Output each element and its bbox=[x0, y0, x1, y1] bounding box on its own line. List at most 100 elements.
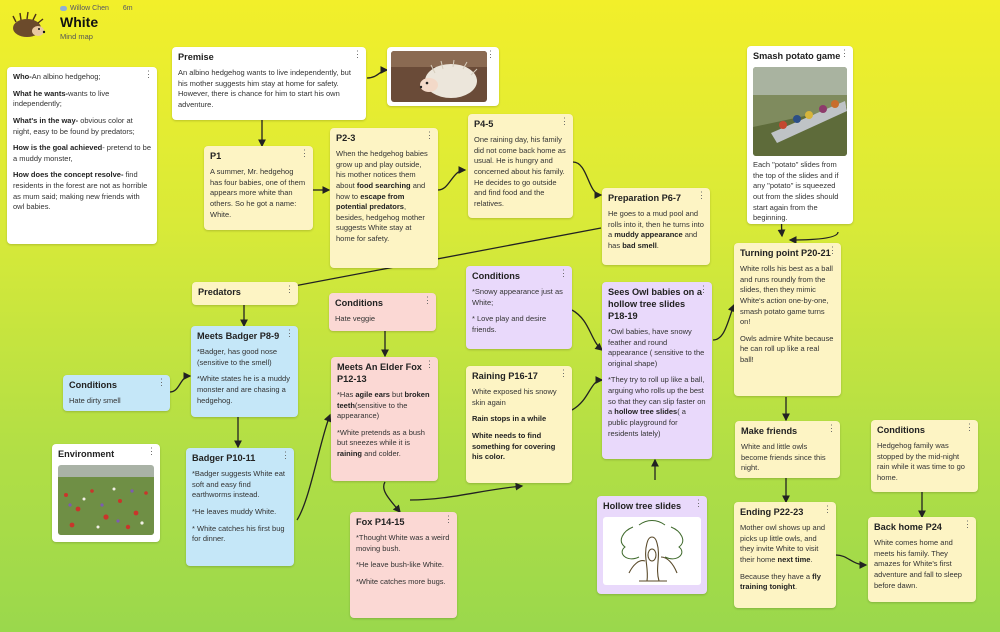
card-title: Preparation P6-7 bbox=[608, 193, 682, 203]
card-title: Hollow tree slides bbox=[603, 501, 682, 511]
card-menu-icon[interactable]: ⋮ bbox=[144, 69, 153, 79]
card-text: Rain stops in a while bbox=[472, 414, 547, 424]
card-text: Hedgehog family was stopped by the mid-n… bbox=[877, 440, 965, 482]
card-menu-icon[interactable]: ⋮ bbox=[300, 148, 309, 158]
card-text: * White catches his first bug for dinner… bbox=[192, 523, 285, 544]
card-title: Predators bbox=[198, 287, 241, 297]
card-menu-icon[interactable]: ⋮ bbox=[486, 49, 495, 59]
card-menu-icon[interactable]: ⋮ bbox=[828, 245, 837, 255]
back-home-card[interactable]: ⋮ Back home P24 White comes home and mee… bbox=[868, 517, 976, 602]
predators-card[interactable]: ⋮ Predators bbox=[192, 282, 298, 305]
card-menu-icon[interactable]: ⋮ bbox=[423, 295, 432, 305]
card-text: White comes home and meets his family. T… bbox=[874, 537, 962, 590]
card-title: Meets An Elder Fox P12-13 bbox=[337, 362, 422, 384]
make-friends-card[interactable]: ⋮ Make friends White and little owls bec… bbox=[735, 421, 840, 478]
card-title: Conditions bbox=[69, 380, 117, 390]
card-text: *Badger suggests White eat soft and easy… bbox=[192, 468, 285, 500]
card-text: He goes to a mud pool and rolls into it,… bbox=[608, 208, 704, 250]
tree-sketch bbox=[603, 516, 701, 585]
card-menu-icon[interactable]: ⋮ bbox=[963, 519, 972, 529]
raining-card[interactable]: ⋮ Raining P16-17 White exposed his snowy… bbox=[466, 366, 572, 483]
card-title: Ending P22-23 bbox=[740, 507, 804, 517]
card-text: Hate dirty smell bbox=[69, 395, 121, 405]
card-text: One raining day, his family did not come… bbox=[474, 134, 566, 208]
card-title: Conditions bbox=[877, 425, 925, 435]
card-text: An albino hedgehog wants to live indepen… bbox=[178, 67, 351, 109]
card-menu-icon[interactable]: ⋮ bbox=[157, 377, 166, 387]
card-title: Premise bbox=[178, 52, 214, 62]
card-menu-icon[interactable]: ⋮ bbox=[425, 359, 434, 369]
card-text: *Snowy appearance just as White; bbox=[472, 286, 563, 307]
card-title: Smash potato game bbox=[753, 51, 841, 61]
board-title[interactable]: White bbox=[60, 14, 99, 30]
card-text: Because they have a fly training tonight… bbox=[740, 571, 821, 592]
card-title: Turning point P20-21 bbox=[740, 248, 831, 258]
card-title: Meets Badger P8-9 bbox=[197, 331, 280, 341]
card-menu-icon[interactable]: ⋮ bbox=[697, 190, 706, 200]
card-menu-icon[interactable]: ⋮ bbox=[559, 368, 568, 378]
card-title: Raining P16-17 bbox=[472, 371, 538, 381]
card-text: Hate veggie bbox=[335, 313, 376, 323]
card-menu-icon[interactable]: ⋮ bbox=[147, 446, 156, 456]
card-menu-icon[interactable]: ⋮ bbox=[559, 268, 568, 278]
card-title: P1 bbox=[210, 151, 222, 161]
conditions-veggie-card[interactable]: ⋮ Conditions Hate veggie bbox=[329, 293, 436, 331]
card-text: *Owl babies, have snowy feather and roun… bbox=[608, 326, 705, 368]
card-title: Make friends bbox=[741, 426, 798, 436]
card-text: Owls admire White because he can roll up… bbox=[740, 333, 834, 365]
premise-card[interactable]: ⋮ Premise An albino hedgehog wants to li… bbox=[172, 47, 366, 120]
p4-5-card[interactable]: ⋮ P4-5 One raining day, his family did n… bbox=[468, 114, 573, 218]
wildflower-photo bbox=[58, 464, 154, 535]
card-text: White needs to find something for coveri… bbox=[472, 430, 556, 462]
elder-fox-card[interactable]: ⋮ Meets An Elder Fox P12-13 *Has agile e… bbox=[331, 357, 438, 481]
card-menu-icon[interactable]: ⋮ bbox=[285, 284, 294, 294]
badger-p10-11-card[interactable]: ⋮ Badger P10-11 *Badger suggests White e… bbox=[186, 448, 294, 566]
hollow-tree-card[interactable]: ⋮ Hollow tree slides bbox=[597, 496, 707, 594]
conditions-snowy-card[interactable]: ⋮ Conditions *Snowy appearance just as W… bbox=[466, 266, 572, 349]
board-subtitle: Mind map bbox=[60, 32, 93, 41]
card-text: *Has agile ears but broken teeth(sensiti… bbox=[337, 389, 430, 421]
card-menu-icon[interactable]: ⋮ bbox=[353, 49, 362, 59]
card-text: *White catches more bugs. bbox=[356, 576, 446, 586]
card-text: * Love play and desire friends. bbox=[472, 314, 547, 334]
turning-point-card[interactable]: ⋮ Turning point P20-21 White rolls his b… bbox=[734, 243, 841, 396]
summary-card[interactable]: ⋮ Who-An albino hedgehog; What he wants-… bbox=[7, 67, 157, 244]
card-menu-icon[interactable]: ⋮ bbox=[840, 48, 849, 58]
card-text: *Thought White was a weird moving bush. bbox=[356, 532, 450, 553]
p2-3-card[interactable]: ⋮ P2-3 When the hedgehog babies grow up … bbox=[330, 128, 438, 268]
card-text: *White states he is a muddy monster and … bbox=[197, 374, 290, 405]
card-menu-icon[interactable]: ⋮ bbox=[281, 450, 290, 460]
playground-photo bbox=[753, 66, 847, 156]
avatar bbox=[60, 5, 67, 11]
ending-card[interactable]: ⋮ Ending P22-23 Mother owl shows up and … bbox=[734, 502, 836, 608]
card-title: Back home P24 bbox=[874, 522, 942, 532]
conditions-home-card[interactable]: ⋮ Conditions Hedgehog family was stopped… bbox=[871, 420, 978, 492]
preparation-card[interactable]: ⋮ Preparation P6-7 He goes to a mud pool… bbox=[602, 188, 710, 265]
card-menu-icon[interactable]: ⋮ bbox=[965, 422, 974, 432]
card-menu-icon[interactable]: ⋮ bbox=[699, 284, 708, 294]
owl-babies-card[interactable]: ⋮ Sees Owl babies on a hollow tree slide… bbox=[602, 282, 712, 459]
card-text: *Badger, has good nose (sensitive to the… bbox=[197, 346, 278, 367]
conditions-dirty-card[interactable]: ⋮ Conditions Hate dirty smell bbox=[63, 375, 170, 411]
hedgehog-image-card[interactable]: ⋮ bbox=[387, 47, 499, 106]
card-menu-icon[interactable]: ⋮ bbox=[425, 130, 434, 140]
card-menu-icon[interactable]: ⋮ bbox=[560, 116, 569, 126]
card-menu-icon[interactable]: ⋮ bbox=[827, 423, 836, 433]
card-menu-icon[interactable]: ⋮ bbox=[285, 328, 294, 338]
card-text: *He leave bush-like White. bbox=[356, 560, 444, 570]
smash-potato-card[interactable]: ⋮ Smash potato game Each "potato" slides… bbox=[747, 46, 853, 224]
card-title: Environment bbox=[58, 449, 115, 459]
environment-card[interactable]: ⋮ Environment bbox=[52, 444, 160, 542]
card-menu-icon[interactable]: ⋮ bbox=[444, 514, 453, 524]
card-text: White exposed his snowy skin again bbox=[472, 386, 557, 407]
card-text: When the hedgehog babies grow up and pla… bbox=[336, 148, 428, 244]
meets-badger-card[interactable]: ⋮ Meets Badger P8-9 *Badger, has good no… bbox=[191, 326, 298, 417]
card-menu-icon[interactable]: ⋮ bbox=[694, 498, 703, 508]
fox-p14-15-card[interactable]: ⋮ Fox P14-15 *Thought White was a weird … bbox=[350, 512, 457, 618]
card-text: Each "potato" slides from the top of the… bbox=[753, 159, 839, 223]
card-menu-icon[interactable]: ⋮ bbox=[823, 504, 832, 514]
card-title: Conditions bbox=[472, 271, 520, 281]
p1-card[interactable]: ⋮ P1 A summer, Mr. hedgehog has four bab… bbox=[204, 146, 313, 230]
